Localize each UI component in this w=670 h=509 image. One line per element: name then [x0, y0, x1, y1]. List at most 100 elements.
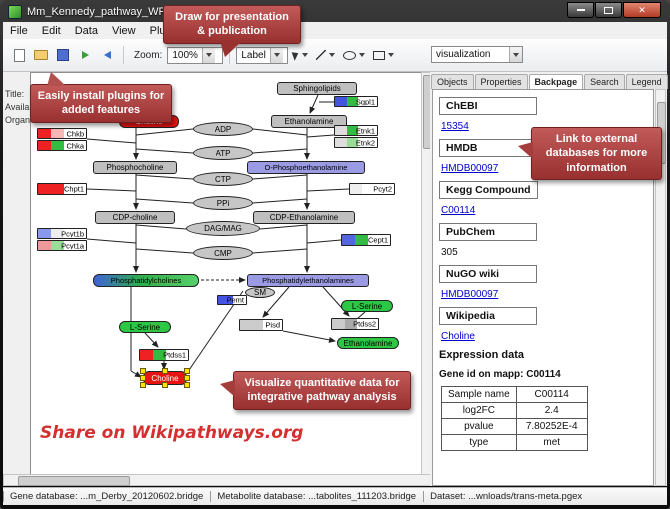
callout-text: Draw for presentation & publication	[175, 11, 289, 38]
visualization-dropdown-arrow-icon[interactable]	[509, 47, 522, 62]
pathway-node-sphingolipids[interactable]: Sphingolipids	[277, 82, 357, 95]
selection-handle[interactable]	[162, 368, 168, 374]
selection-tool-button[interactable]	[290, 45, 311, 65]
callout-text: Easily install plugins for added feature…	[37, 90, 165, 117]
selection-handle[interactable]	[184, 382, 190, 388]
pathway-node-cdp-ethanolamine[interactable]: CDP-Ethanolamine	[253, 211, 355, 224]
node-label: Chpt1	[63, 185, 84, 193]
expression-bar	[251, 320, 264, 330]
left-panel-label: Title:	[5, 89, 25, 99]
tab-search[interactable]: Search	[584, 74, 625, 89]
pathway-node-ptdss1[interactable]: Ptdss1	[139, 349, 189, 361]
pathway-node-cdp-choline[interactable]: CDP-choline	[95, 211, 175, 224]
oval-dropdown-arrow-icon	[359, 53, 366, 57]
oval-tool-button[interactable]	[340, 45, 368, 65]
export-button[interactable]	[97, 45, 117, 65]
pathway-edge	[135, 148, 194, 154]
pathway-node-o-phosphoethanolamine[interactable]: O-Phosphoethanolamine	[247, 161, 365, 174]
pathway-node-ctp[interactable]: CTP	[193, 172, 253, 186]
selection-dropdown-arrow-icon	[302, 53, 309, 57]
pathway-node-pcyt1b[interactable]: Pcyt1b	[37, 228, 87, 239]
zoom-dropdown-arrow-icon[interactable]	[201, 47, 215, 63]
pathway-node-dag-mag[interactable]: DAG/MAG	[186, 221, 260, 236]
pathway-node-cmp[interactable]: CMP	[193, 246, 253, 260]
selection-handle[interactable]	[140, 368, 146, 374]
minimize-button[interactable]	[567, 2, 594, 18]
expression-bars	[335, 138, 359, 147]
line-icon	[316, 50, 327, 60]
expression-bar	[355, 235, 369, 245]
db-value-link[interactable]: HMDB00097	[441, 163, 499, 174]
pathway-node-atp[interactable]: ATP	[193, 146, 253, 160]
pathway-node-pcyt1a[interactable]: Pcyt1a	[37, 240, 87, 251]
pathway-node-pcyt2[interactable]: Pcyt2	[349, 183, 395, 195]
db-header: Wikipedia	[439, 307, 537, 325]
menu-item-view[interactable]: View	[111, 24, 136, 37]
pathway-node-phosphatidylethanolamines[interactable]: Phosphatidylethanolamines	[247, 274, 369, 287]
tab-objects[interactable]: Objects	[431, 74, 474, 89]
expression-bar	[332, 319, 345, 329]
label-tool-combo[interactable]: Label	[236, 46, 289, 64]
pathway-node-adp[interactable]: ADP	[193, 122, 253, 136]
zoom-combo[interactable]: 100%	[167, 46, 224, 64]
db-value-link[interactable]: HMDB00097	[441, 289, 499, 300]
scrollbar-thumb[interactable]	[18, 476, 130, 486]
new-file-button[interactable]	[9, 45, 29, 65]
pathway-node-etnk2[interactable]: Etnk2	[334, 137, 378, 148]
close-button[interactable]: ✕	[623, 2, 661, 18]
pathway-node-ethanolamine[interactable]: Ethanolamine	[271, 115, 347, 128]
pathway-node-phosphatidylcholines[interactable]: Phosphatidylcholines	[93, 274, 199, 287]
menu-item-data[interactable]: Data	[74, 24, 98, 37]
line-tool-button[interactable]	[313, 45, 338, 65]
tab-legend[interactable]: Legend	[625, 74, 668, 89]
selection-handle[interactable]	[184, 368, 190, 374]
pathway-node-choline[interactable]: Choline	[140, 368, 190, 388]
pathway-node-pisd[interactable]: Pisd	[239, 319, 283, 331]
pathway-node-ptdss2[interactable]: Ptdss2	[331, 318, 379, 330]
selection-handle[interactable]	[162, 382, 168, 388]
pathway-node-cept1[interactable]: Cept1	[341, 234, 391, 246]
pathway-node-phosphocholine[interactable]: Phosphocholine	[93, 161, 177, 174]
menu-item-file[interactable]: File	[10, 24, 28, 37]
db-value-link[interactable]: C00114	[441, 205, 476, 216]
pathway-node-l-serine[interactable]: L-Serine	[341, 300, 393, 312]
pathway-node-ppi[interactable]: PPi	[193, 196, 253, 210]
db-value-link[interactable]: Choline	[441, 331, 475, 342]
pathway-node-etnk1[interactable]: Etnk1	[334, 125, 378, 136]
selection-handle[interactable]	[184, 375, 190, 381]
pathway-node-chkb[interactable]: Chkb	[37, 128, 87, 139]
node-label: Etnk2	[355, 138, 375, 147]
save-button[interactable]	[53, 45, 73, 65]
db-section-chebi: ChEBI 15354	[439, 97, 647, 132]
selection-handle[interactable]	[140, 375, 146, 381]
tab-backpage[interactable]: Backpage	[528, 74, 584, 90]
new-file-icon	[13, 48, 25, 62]
label-dropdown-arrow-icon[interactable]	[269, 47, 283, 63]
pathway-node-ethanolamine[interactable]: Ethanolamine	[337, 337, 399, 349]
tab-properties[interactable]: Properties	[474, 74, 528, 89]
pathway-node-l-serine[interactable]: L-Serine	[119, 321, 171, 333]
db-header: ChEBI	[439, 97, 537, 115]
node-label: O-Phosphoethanolamine	[264, 163, 348, 172]
pathway-node-chka[interactable]: Chka	[37, 140, 87, 151]
import-button[interactable]	[75, 45, 95, 65]
rectangle-tool-button[interactable]	[370, 45, 397, 65]
title-bar[interactable]: Mm_Kennedy_pathway_WP1771_45176.gpml ✕	[3, 2, 667, 22]
canvas-horizontal-scrollbar[interactable]	[3, 474, 431, 486]
selection-handle[interactable]	[140, 382, 146, 388]
db-value-link[interactable]: 15354	[441, 121, 469, 132]
visualization-combo[interactable]: visualization	[431, 46, 523, 63]
maximize-button[interactable]	[595, 2, 622, 18]
pathway-node-pemt[interactable]: Pemt	[217, 295, 247, 305]
pathway-node-sgpl1[interactable]: Sgpl1	[334, 96, 378, 107]
pathway-node-sm[interactable]: SM	[245, 287, 275, 298]
expression-bars	[335, 126, 359, 135]
menu-item-edit[interactable]: Edit	[41, 24, 61, 37]
pathway-node-chpt1[interactable]: Chpt1	[37, 183, 87, 195]
open-folder-button[interactable]	[31, 45, 51, 65]
